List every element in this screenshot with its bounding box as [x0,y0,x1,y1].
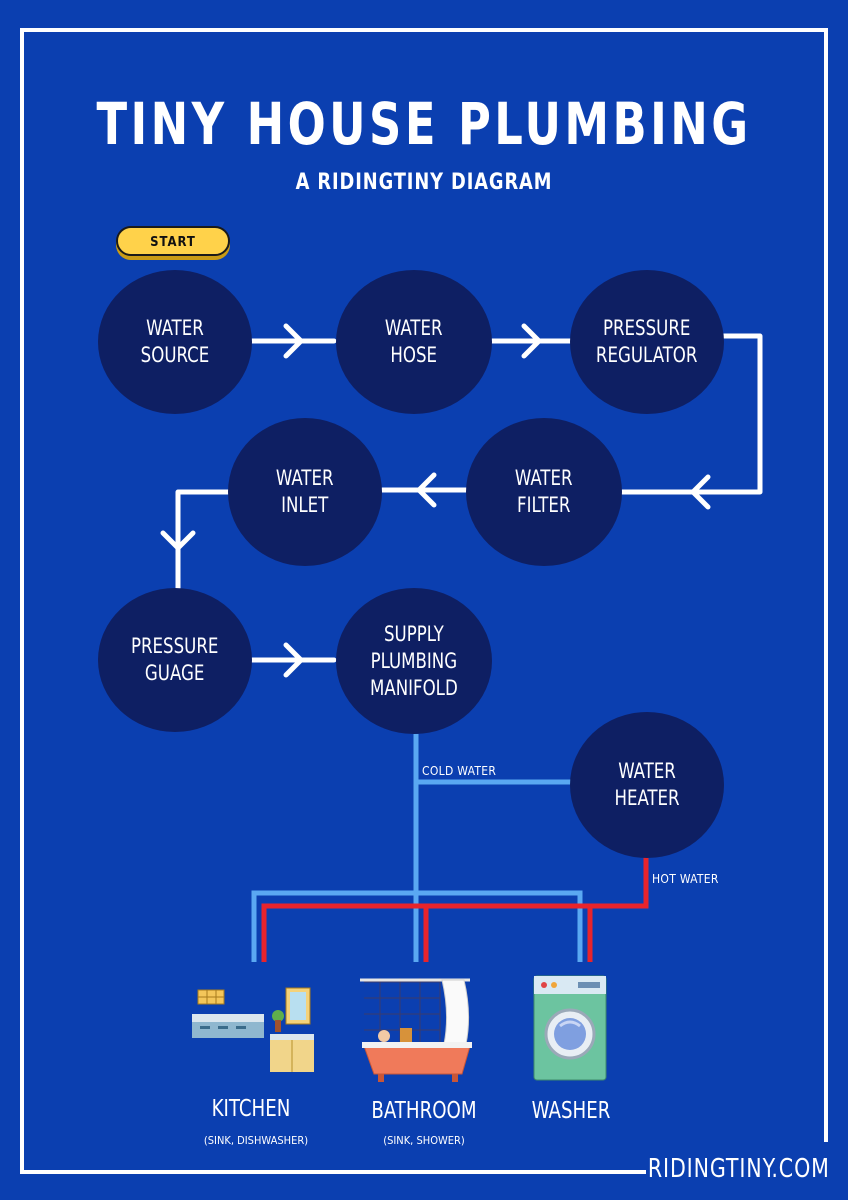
node-water-hose: WATER HOSE [336,270,492,414]
washing-machine-icon [533,975,607,1081]
kitchen-sub-label: (SINK, DISHWASHER) [203,1134,309,1147]
bathroom-sub-label: (SINK, SHOWER) [383,1134,465,1147]
node-water-source: WATER SOURCE [98,270,252,414]
bathtub-icon [360,978,472,1082]
cold-water-pipes [251,734,583,962]
node-water-filter: WATER FILTER [466,418,622,566]
kitchen-label: KITCHEN [211,1096,291,1122]
arrow-inlet-gauge [175,489,231,591]
kitchen-icon [192,987,314,1072]
frame-border [20,28,828,1174]
page-title: TINY HOUSE PLUMBING [96,90,752,158]
bathroom-label: BATHROOM [371,1098,477,1124]
node-pressure-regulator: PRESSURE REGULATOR [570,270,724,414]
node-pressure-guage: PRESSURE GUAGE [98,588,252,732]
hot-water-pipes [261,856,649,962]
washer-label: WASHER [531,1098,611,1124]
page-subtitle: A RIDINGTINY DIAGRAM [295,170,553,195]
hot-water-label: HOT WATER [652,872,719,886]
cold-water-label: COLD WATER [422,764,497,778]
website-link[interactable]: RIDINGTINY.COM [648,1154,830,1184]
node-water-heater: WATER HEATER [570,712,724,858]
start-badge: START [116,226,230,256]
node-supply-manifold: SUPPLY PLUMBING MANIFOLD [336,588,492,734]
node-water-inlet: WATER INLET [228,418,382,566]
